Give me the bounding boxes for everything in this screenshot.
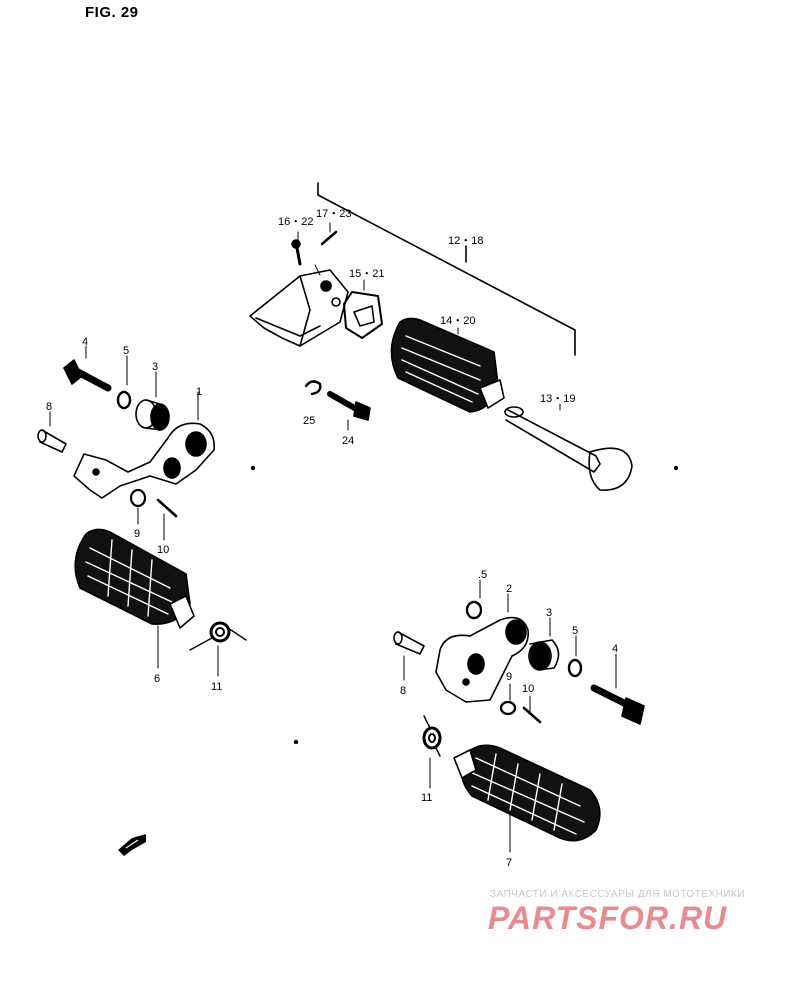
part-4-bolt-left (63, 345, 112, 392)
callout-3-left: 3 (152, 361, 158, 373)
part-8-pin-left (37, 411, 67, 453)
callout-11-right: 11 (421, 792, 432, 804)
part-1-holder (73, 391, 216, 499)
callout-13-19: 13・19 (540, 393, 575, 405)
callout-9-left: 9 (134, 528, 140, 540)
part-rear-bracket (249, 264, 349, 347)
part-14-20-rubber (390, 317, 505, 413)
callout-6: 6 (154, 673, 160, 685)
part-11-spring-right (422, 715, 442, 789)
part-16-22-bolt (291, 231, 302, 266)
part-5-washer-right-top (465, 579, 483, 620)
callout-24: 24 (342, 435, 354, 447)
assembly-bracket-12-18 (317, 182, 576, 356)
callout-labels: 16・22 17・23 12・18 15・21 14・20 13・19 25 2… (46, 208, 618, 869)
callout-4-right: 4 (612, 643, 618, 655)
part-15-21-plate (343, 279, 383, 339)
callout-12-18: 12・18 (448, 235, 483, 247)
callout-4-left: 4 (82, 336, 88, 348)
part-3-bushing-right (528, 617, 560, 671)
part-17-23-pin (320, 222, 338, 246)
watermark-logo[interactable]: PARTSFOR.RU (488, 900, 728, 936)
part-8-pin-right (393, 631, 425, 681)
part-25-clip (304, 380, 322, 396)
callout-7: 7 (506, 857, 512, 869)
part-3-bushing-left (135, 371, 170, 431)
callout-1: 1 (196, 386, 202, 398)
part-11-spring-left (189, 621, 247, 677)
part-24-bolt (327, 391, 371, 431)
callout-8-right: 8 (400, 685, 406, 697)
part-10-springpin-left (156, 498, 178, 541)
part-5-washer-right (567, 635, 583, 678)
callout-17-23: 17・23 (316, 208, 351, 220)
front-arrow-icon (118, 834, 146, 856)
callout-25: 25 (303, 415, 315, 427)
callout-5-right-top: .5 (478, 569, 487, 581)
callout-14-20: 14・20 (440, 315, 475, 327)
callout-10-right: 10 (522, 683, 534, 695)
part-2-holder (435, 593, 529, 703)
part-7-footpeg-right (453, 744, 601, 853)
callout-5-right: 5 (572, 625, 578, 637)
part-5-washer-left (116, 355, 132, 410)
callout-8-left: 8 (46, 401, 52, 413)
callout-11-left: 11 (211, 681, 222, 693)
part-9-washer-left (129, 488, 147, 525)
part-6-footpeg-left (74, 528, 195, 669)
part-4-bolt-right (590, 653, 645, 725)
callout-16-22: 16・22 (278, 216, 313, 228)
watermark-tagline: ЗАПЧАСТИ И АКСЕССУАРЫ ДЛЯ МОТОТЕХНИКИ (490, 889, 746, 900)
callout-15-21: 15・21 (349, 268, 384, 280)
part-10-springpin-right (522, 695, 542, 724)
callout-5-left: 5 (123, 345, 129, 357)
part-9-washer-right (499, 683, 517, 716)
callout-2: 2 (506, 583, 512, 595)
part-13-19-pin (504, 403, 633, 491)
figure-title: FIG. 29 (85, 4, 139, 21)
callout-10-left: 10 (157, 544, 169, 556)
callout-3-right: 3 (546, 607, 552, 619)
callout-9-right: 9 (506, 671, 512, 683)
